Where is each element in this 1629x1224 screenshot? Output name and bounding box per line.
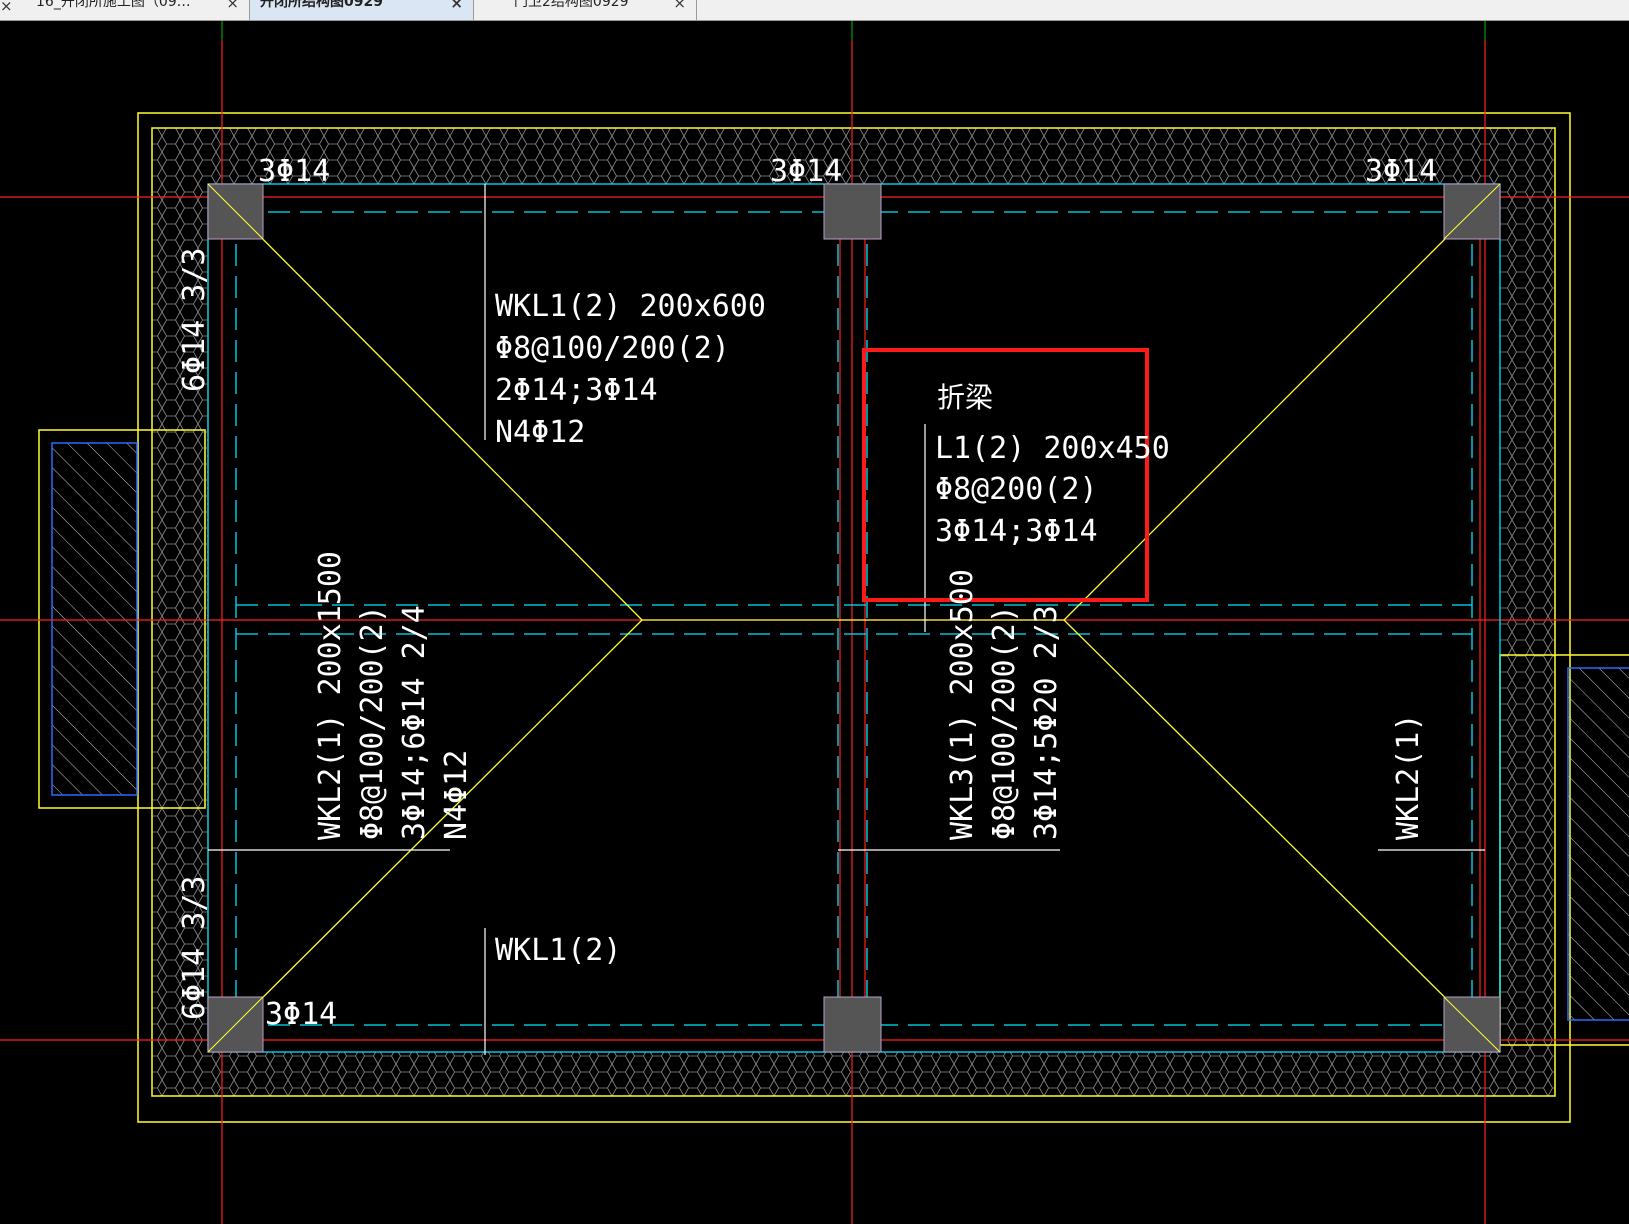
document-tab-bar: × 16_开闭所施工图（09… × 开闭所结构图0929 × 门卫2结构图092… bbox=[0, 0, 1629, 21]
wkl1-bottom-label: WKL1(2) bbox=[495, 933, 621, 968]
column bbox=[823, 996, 882, 1053]
wkl1-torsion: N4Φ12 bbox=[495, 415, 585, 450]
column-diagonals bbox=[207, 183, 1501, 1053]
columns bbox=[207, 183, 1501, 1053]
wkl2-stirrup: Φ8@100/200(2) bbox=[355, 605, 390, 840]
tab-structure-drawing[interactable]: 开闭所结构图0929 × bbox=[250, 0, 474, 20]
wkl1-rebar: 2Φ14;3Φ14 bbox=[495, 373, 658, 408]
l1-rebar: 3Φ14;3Φ14 bbox=[935, 514, 1098, 549]
wkl2-title: WKL2(1) 200x1500 bbox=[313, 551, 348, 840]
tab-label: 门卫2结构图0929 bbox=[514, 0, 629, 10]
wkl1-title: WKL1(2) 200x600 bbox=[495, 289, 766, 324]
left-lower-side-rebar: 6Φ14 3/3 bbox=[177, 876, 212, 1021]
l1-title: L1(2) 200x450 bbox=[935, 431, 1170, 466]
rebar-label-bottom-left: 3Φ14 bbox=[265, 997, 337, 1032]
rebar-label-top-left: 3Φ14 bbox=[258, 154, 330, 189]
wkl2-right-label: WKL2(1) bbox=[1391, 714, 1426, 840]
tab-construction-drawing[interactable]: 16_开闭所施工图（09… × bbox=[26, 0, 250, 20]
wkl2-rebar: 3Φ14;6Φ14 2/4 bbox=[397, 605, 432, 840]
slab-outline-inner bbox=[151, 127, 1556, 1097]
slab-outline-outer bbox=[137, 112, 1571, 1123]
wkl3-title: WKL3(1) 200x500 bbox=[945, 569, 980, 840]
leader-lines bbox=[208, 184, 1485, 1055]
close-icon[interactable]: × bbox=[0, 0, 13, 15]
wkl1-stirrup: Φ8@100/200(2) bbox=[495, 331, 730, 366]
slab-fold-lines bbox=[207, 183, 1501, 1053]
left-annex-hatch bbox=[51, 442, 138, 796]
wkl3-rebar: 3Φ14;5Φ20 2/3 bbox=[1029, 605, 1064, 840]
close-icon[interactable]: × bbox=[226, 0, 239, 12]
left-annex-outline bbox=[38, 429, 206, 809]
left-upper-side-rebar: 6Φ14 3/3 bbox=[177, 248, 212, 393]
l1-stirrup: Φ8@200(2) bbox=[935, 472, 1098, 507]
wkl2-torsion: N4Φ12 bbox=[439, 750, 474, 840]
column bbox=[823, 183, 882, 240]
tab-label: 16_开闭所施工图（09… bbox=[36, 0, 191, 10]
rebar-label-top-mid: 3Φ14 bbox=[770, 154, 842, 189]
close-icon[interactable]: × bbox=[673, 0, 686, 12]
wkl3-stirrup: Φ8@100/200(2) bbox=[987, 605, 1022, 840]
rebar-label-top-right: 3Φ14 bbox=[1365, 154, 1437, 189]
cad-drawing-canvas[interactable]: 3Φ14 3Φ14 3Φ14 3Φ14 WKL1(2) 200x600 Φ8@1… bbox=[0, 21, 1629, 1224]
tab-label: 开闭所结构图0929 bbox=[260, 0, 383, 10]
tab-guardhouse-drawing[interactable]: 门卫2结构图0929 × bbox=[474, 0, 697, 20]
highlight-box[interactable] bbox=[862, 348, 1149, 602]
l1-note: 折梁 bbox=[937, 381, 993, 414]
close-icon[interactable]: × bbox=[450, 0, 463, 12]
right-annex-hatch bbox=[1567, 667, 1629, 1021]
